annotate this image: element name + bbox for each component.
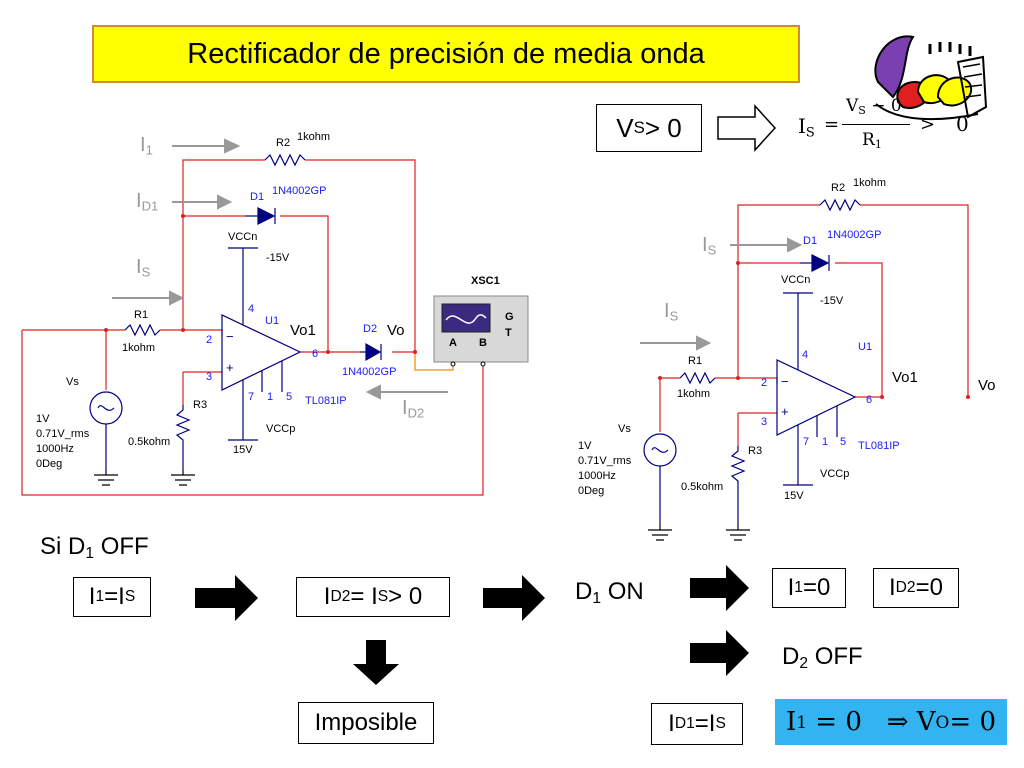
vccp-value: 15V (233, 444, 253, 456)
opamp-part: TL081IP (305, 395, 347, 407)
r-vs-label: Vs (618, 423, 631, 435)
r3-label: R3 (193, 399, 208, 411)
d2-label: D2 (363, 323, 378, 335)
oscilloscope-a: A (449, 337, 457, 349)
r1-label: R1 (134, 309, 149, 321)
minus-sign: − (226, 329, 234, 344)
vs-label: Vs (66, 376, 79, 388)
vo1-label: Vo1 (290, 322, 316, 339)
slide-title: Rectificador de precisión de media onda (92, 25, 800, 83)
vccp-label: VCCp (266, 423, 296, 435)
r-vccp-value: 15V (784, 490, 804, 502)
label-id1: ID1 (136, 190, 159, 214)
r-pin4: 4 (802, 349, 809, 361)
oscilloscope-label: XSC1 (471, 275, 500, 287)
r-r1-value: 1kohm (677, 388, 711, 400)
r-d1-part: 1N4002GP (827, 229, 882, 241)
r2-label: R2 (276, 137, 291, 149)
r-pin1: 1 (822, 436, 829, 448)
d1-label: D1 (250, 191, 265, 203)
source-amplitude: 1V (36, 413, 50, 425)
source-frequency: 1000Hz (36, 443, 74, 455)
d1-part: 1N4002GP (272, 185, 327, 197)
vccn-value: -15V (266, 252, 290, 264)
r-r1-label: R1 (688, 355, 703, 367)
r-r2-label: R2 (831, 182, 846, 194)
label-is: IS (136, 256, 151, 280)
pin7: 7 (248, 391, 255, 403)
r-pin2: 2 (761, 377, 768, 389)
imposible-box: Imposible (298, 702, 434, 744)
r-vccp-label: VCCp (820, 468, 850, 480)
r1-value: 1kohm (122, 342, 156, 354)
d1-on: D1 ON (575, 578, 644, 607)
pin3: 3 (206, 371, 213, 383)
plus-sign: + (226, 360, 234, 375)
si-d1-off: Si D1 OFF (40, 533, 149, 562)
r-label-is2: IS (664, 300, 679, 324)
vccn-label: VCCn (228, 231, 258, 243)
oscilloscope-t: T (505, 327, 512, 339)
pin2: 2 (206, 334, 213, 346)
r-minus-sign: − (781, 374, 789, 389)
r-pin6: 6 (866, 394, 873, 406)
r-source-rms: 0.71V_rms (578, 455, 632, 467)
r-source-frequency: 1000Hz (578, 470, 616, 482)
u1-label: U1 (265, 315, 280, 327)
r-d1-label: D1 (803, 235, 818, 247)
label-id2: ID2 (402, 397, 425, 421)
r-pin7: 7 (803, 436, 810, 448)
oscilloscope-g: G (505, 311, 514, 323)
r-vccn-label: VCCn (781, 274, 811, 286)
pin4: 4 (248, 303, 255, 315)
r-pin3: 3 (761, 416, 768, 428)
r-r3-label: R3 (748, 445, 763, 457)
r-plus-sign: + (781, 404, 789, 419)
r-source-amplitude: 1V (578, 440, 592, 452)
oscilloscope-b: B (479, 337, 487, 349)
r-r3-value: 0.5kohm (681, 481, 724, 493)
r-pin5: 5 (840, 436, 847, 448)
d2-off: D2 OFF (782, 643, 863, 672)
pin5: 5 (286, 391, 293, 403)
r-opamp-part: TL081IP (858, 440, 900, 452)
r3-value: 0.5kohm (128, 436, 171, 448)
is-equation: IS = VS − 0 R1 > 0 (798, 96, 969, 151)
pin6: 6 (312, 348, 319, 360)
r-r2-value: 1kohm (853, 177, 887, 189)
r-vo1-label: Vo1 (892, 369, 918, 386)
source-rms: 0.71V_rms (36, 428, 90, 440)
r-source-phase: 0Deg (578, 485, 605, 497)
logo-icon (874, 35, 988, 121)
r-label-is1: IS (702, 234, 717, 258)
pin1: 1 (267, 391, 274, 403)
r-vo-label: Vo (978, 377, 996, 394)
label-i1: I1 (140, 134, 153, 158)
d2-part: 1N4002GP (342, 366, 397, 378)
vo-label: Vo (387, 322, 405, 339)
r2-value: 1kohm (297, 131, 331, 143)
r-vccn-value: -15V (820, 295, 844, 307)
r-u1-label: U1 (858, 341, 873, 353)
source-phase: 0Deg (36, 458, 63, 470)
